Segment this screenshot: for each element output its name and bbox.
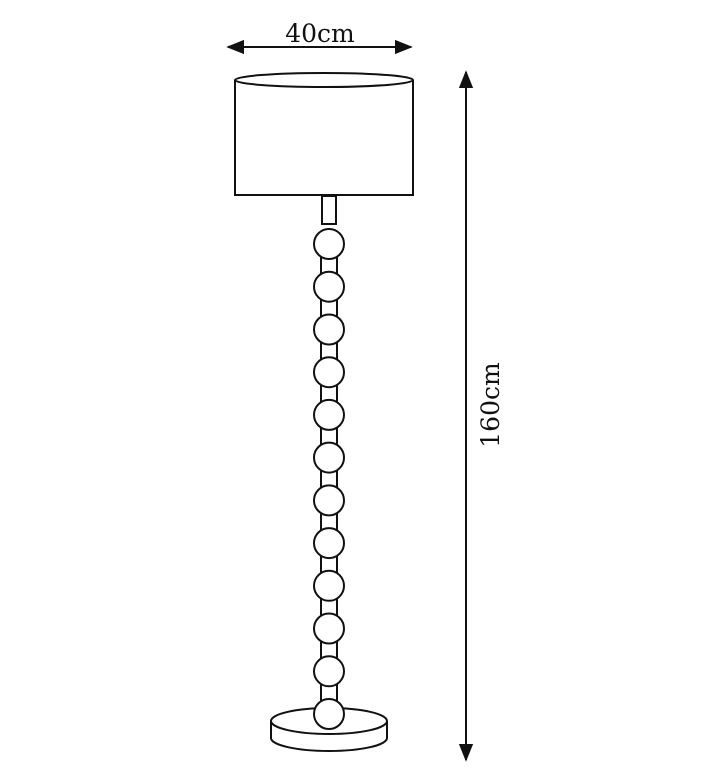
lamp-beads: [313, 228, 345, 730]
lamp-bead: [313, 356, 345, 389]
lamp-bead: [313, 612, 345, 645]
width-dimension-label: 40cm: [285, 19, 355, 48]
lamp-bead: [313, 569, 345, 602]
lamp-bead: [313, 484, 345, 517]
lamp-shade: [234, 72, 414, 196]
lamp-bead: [313, 228, 345, 260]
lamp-bead: [313, 655, 345, 688]
lamp-bead: [313, 441, 345, 474]
lamp-base: [270, 707, 388, 752]
height-dimension-label: 160cm: [476, 362, 505, 448]
floor-lamp: [234, 72, 414, 752]
lamp-bead: [313, 698, 345, 730]
lamp-bead: [313, 398, 345, 431]
lamp-bead: [313, 313, 345, 346]
lamp-bead: [313, 527, 345, 560]
lamp-bead: [313, 270, 345, 303]
width-dimension: 40cm: [226, 19, 413, 55]
height-dimension: 160cm: [458, 70, 505, 762]
